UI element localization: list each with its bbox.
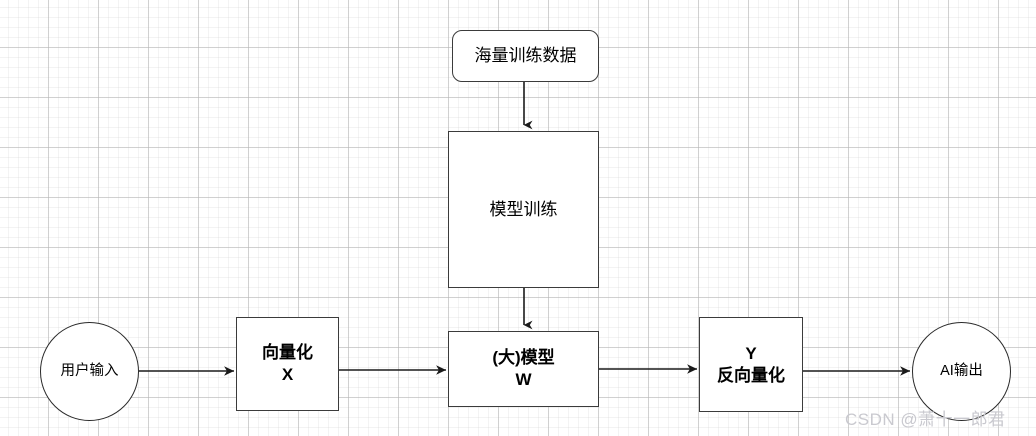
node-user-input[interactable]: 用户输入 xyxy=(40,322,139,421)
node-model-training-label-1: 模型训练 xyxy=(489,199,558,219)
node-dequantize[interactable]: Y 反向量化 xyxy=(699,317,803,412)
node-training-data[interactable]: 海量训练数据 xyxy=(452,30,599,82)
node-big-model-label-1: (大)模型 xyxy=(492,348,555,368)
node-big-model-label-2: W xyxy=(515,370,532,389)
node-ai-output-label-1: AI输出 xyxy=(940,363,983,380)
node-big-model[interactable]: (大)模型 W xyxy=(448,331,599,407)
node-vectorize-label-1: 向量化 xyxy=(262,343,313,363)
node-dequantize-label-2: 反向量化 xyxy=(717,365,785,385)
watermark-text: CSDN @萧十一郎君 xyxy=(845,410,1006,429)
node-user-input-label-1: 用户输入 xyxy=(60,363,119,380)
node-model-training[interactable]: 模型训练 xyxy=(448,131,599,288)
node-vectorize[interactable]: 向量化 X xyxy=(236,317,339,411)
node-dequantize-label-1: Y xyxy=(745,343,757,363)
node-vectorize-label-2: X xyxy=(281,365,294,384)
node-ai-output[interactable]: AI输出 xyxy=(912,322,1011,421)
node-training-data-label-1: 海量训练数据 xyxy=(474,46,577,66)
